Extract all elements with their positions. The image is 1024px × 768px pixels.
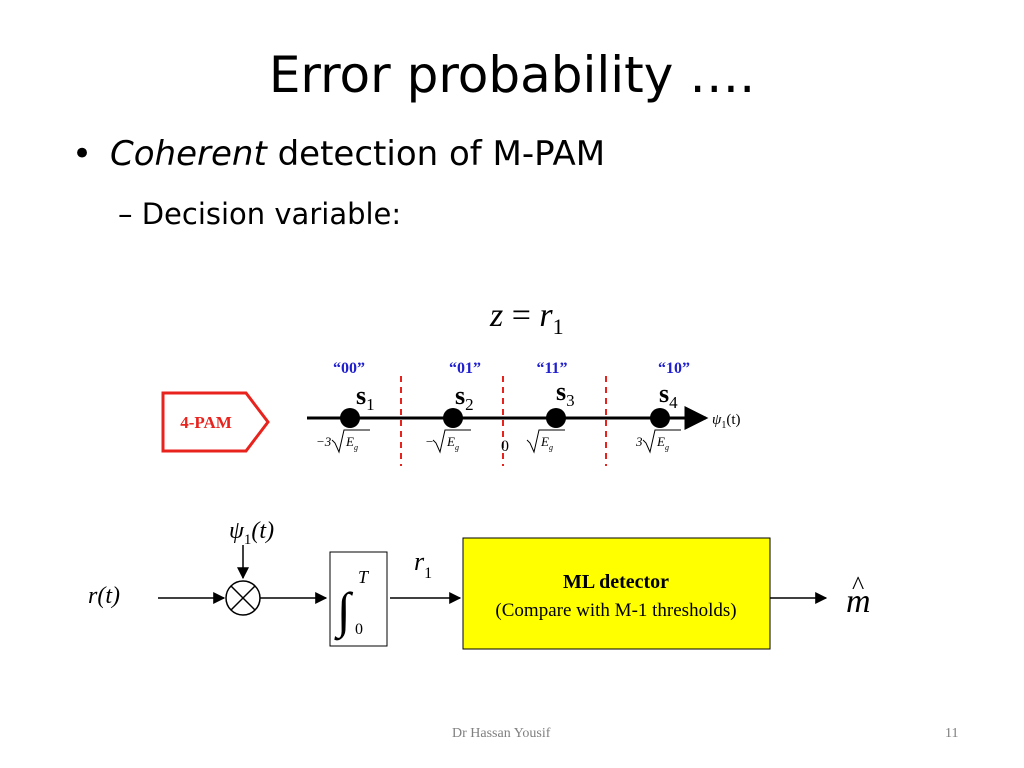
input-signal-label: r(t)	[88, 583, 120, 609]
amplitude-s3-val: Eg	[540, 434, 553, 452]
pam-badge-label: 4-PAM	[180, 413, 232, 432]
symbol-s3-letter: s	[556, 377, 566, 406]
amplitude-s4-coef: 3	[635, 434, 643, 449]
amplitude-s4: 3 Eg	[635, 429, 681, 454]
code-label-s2: “01”	[449, 360, 481, 377]
page-number: 11	[945, 726, 959, 741]
ml-detector-subtitle: (Compare with M-1 thresholds)	[495, 600, 736, 621]
constellation-point-s2	[443, 408, 463, 428]
symbol-s4-sub: 4	[669, 393, 678, 412]
basis-label: ψ1(t)	[229, 518, 274, 548]
constellation-point-s1	[340, 408, 360, 428]
symbol-s1-letter: s	[356, 381, 366, 410]
output-hat-accent: ^	[852, 571, 864, 600]
equation-r: r	[539, 297, 553, 334]
constellation-point-s3	[546, 408, 566, 428]
slide-title: Error probability ….	[268, 46, 756, 104]
output-m-hat: m	[846, 583, 871, 620]
r1-label: r1	[414, 547, 432, 582]
code-label-s3: “11”	[536, 360, 567, 377]
equation-r-sub: 1	[553, 314, 564, 339]
ml-detector-title: ML detector	[563, 571, 669, 593]
symbol-s1: s1	[356, 381, 375, 414]
equation-lhs: z	[489, 297, 503, 334]
code-label-s1: “00”	[333, 360, 365, 377]
symbol-s1-sub: 1	[366, 395, 375, 414]
axis-psi: ψ	[712, 412, 722, 428]
symbol-s2-letter: s	[455, 381, 465, 410]
bullet-text: Coherent detection of M-PAM	[110, 132, 605, 176]
basis-arg: (t)	[251, 518, 274, 544]
equation: z = r1	[489, 297, 564, 339]
axis-label: ψ1(t)	[712, 412, 741, 431]
amplitude-s1-val: Eg	[345, 434, 358, 452]
amplitude-s1-coef: −3	[316, 434, 332, 449]
amplitude-s3: Eg	[526, 429, 565, 454]
constellation-point-s4	[650, 408, 670, 428]
sub-bullet-dash: –	[118, 197, 142, 231]
integral-upper-limit: T	[358, 567, 370, 587]
amplitude-s4-val: Eg	[656, 434, 669, 452]
integrator-block: ∫ T 0	[329, 551, 388, 647]
r1-letter: r	[414, 547, 425, 576]
amplitude-s2: − Eg	[425, 429, 471, 454]
symbol-s3-sub: 3	[566, 391, 575, 410]
amplitude-s2-coef: −	[425, 434, 434, 449]
axis-arg: (t)	[726, 412, 740, 428]
axis-psi-sub: 1	[721, 420, 726, 431]
sub-bullet: – Decision variable:	[118, 194, 401, 234]
footer-author: Dr Hassan Yousif	[452, 726, 551, 741]
integral-symbol: ∫	[334, 582, 354, 641]
amplitude-s2-val: Eg	[446, 434, 459, 452]
symbol-s2-sub: 2	[465, 395, 474, 414]
symbol-s4: s4	[659, 379, 678, 412]
sub-bullet-text: Decision variable:	[141, 197, 402, 231]
symbol-s2: s2	[455, 381, 474, 414]
basis-psi: ψ	[229, 518, 245, 544]
bullet-emphasis: Coherent	[110, 134, 267, 174]
r1-sub: 1	[424, 565, 432, 582]
integral-lower-limit: 0	[355, 621, 363, 638]
bullet-rest: detection of M-PAM	[266, 134, 606, 174]
symbol-s3: s3	[556, 377, 575, 410]
ml-detector-block: ML detector (Compare with M-1 thresholds…	[462, 537, 771, 650]
origin-label: 0	[501, 438, 509, 455]
multiplier	[225, 580, 261, 616]
symbol-s4-letter: s	[659, 379, 669, 408]
code-label-s4: “10”	[658, 360, 690, 377]
pam-badge: 4-PAM	[161, 391, 270, 453]
basis-sub: 1	[244, 532, 252, 548]
amplitude-s1: −3 Eg	[316, 429, 370, 454]
bullet-dot: •	[72, 134, 93, 174]
equation-equals: =	[503, 297, 539, 334]
